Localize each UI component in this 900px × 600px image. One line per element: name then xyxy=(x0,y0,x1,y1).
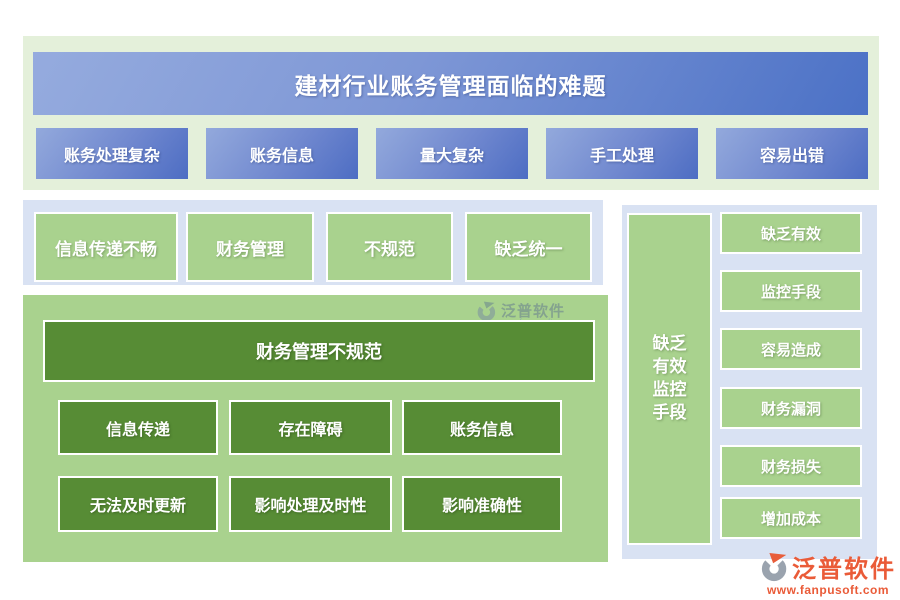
mid-box-info-blocked: 信息传递不畅 xyxy=(34,212,178,282)
top-box-large-volume: 量大复杂 xyxy=(376,128,528,179)
fanpu-logo-icon xyxy=(761,552,787,581)
watermark-brand: 泛普软件 xyxy=(501,303,566,320)
mid-box-lack-unity: 缺乏统一 xyxy=(465,212,592,282)
right-vertical-label: 缺乏 有效 监控 手段 xyxy=(627,213,712,545)
main-box-affects-timeliness: 影响处理及时性 xyxy=(229,476,392,532)
fanpu-logo: 泛普软件 www.fanpusoft.com xyxy=(760,549,896,597)
right-box-financial-loophole: 财务漏洞 xyxy=(720,387,862,429)
main-box-affects-accuracy: 影响准确性 xyxy=(402,476,562,532)
right-box-lack-effective: 缺乏有效 xyxy=(720,212,862,254)
fanpu-logo-icon xyxy=(477,301,496,321)
top-box-error-prone: 容易出错 xyxy=(716,128,868,179)
page-title: 建材行业账务管理面临的难题 xyxy=(33,52,868,115)
vertical-line-3: 监控 xyxy=(652,380,687,399)
top-box-account-info: 账务信息 xyxy=(206,128,358,179)
main-box-no-timely-update: 无法及时更新 xyxy=(58,476,218,532)
right-box-financial-loss: 财务损失 xyxy=(720,445,862,487)
main-box-info-transfer: 信息传递 xyxy=(58,400,218,455)
vertical-line-1: 缺乏 xyxy=(652,334,687,354)
logo-row: 泛普软件 xyxy=(760,549,896,584)
top-box-complex-processing: 账务处理复杂 xyxy=(36,128,188,179)
mid-box-finance-mgmt: 财务管理 xyxy=(186,212,314,282)
right-box-monitoring-means: 监控手段 xyxy=(720,270,862,312)
main-box-account-info: 账务信息 xyxy=(402,400,562,455)
vertical-line-2: 有效 xyxy=(652,357,687,377)
main-box-obstacles: 存在障碍 xyxy=(229,400,392,455)
main-header-nonstandard-finance: 财务管理不规范 xyxy=(43,320,595,382)
top-box-manual-handling: 手工处理 xyxy=(546,128,698,179)
logo-brand-text: 泛普软件 xyxy=(792,556,896,583)
vertical-line-4: 手段 xyxy=(652,402,687,422)
right-box-easily-causes: 容易造成 xyxy=(720,328,862,370)
mid-box-nonstandard: 不规范 xyxy=(326,212,453,282)
right-box-increased-cost: 增加成本 xyxy=(720,497,862,539)
logo-url-text: www.fanpusoft.com xyxy=(766,583,890,597)
